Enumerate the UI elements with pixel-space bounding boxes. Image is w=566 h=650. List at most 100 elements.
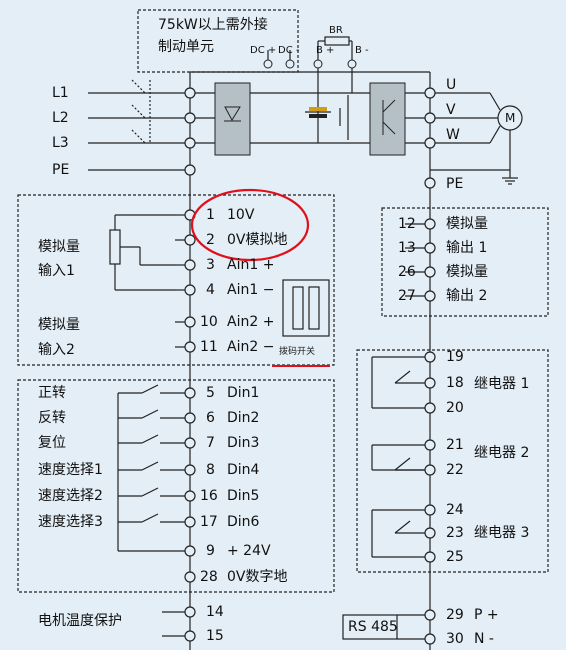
l2-label: L2	[52, 110, 69, 126]
terminal-left-14	[184, 490, 196, 502]
terminal-right-2	[424, 137, 436, 149]
dip-switch-label: 拨码开关	[279, 347, 316, 357]
di-terminal-name-6: Din2	[227, 410, 260, 426]
relay-1-label: 继电器 1	[474, 376, 530, 392]
p-plus-label: P +	[474, 607, 499, 623]
ai1-label-b: 输入1	[38, 263, 75, 279]
ao-terminal-num-27: 27	[398, 288, 416, 304]
ai-terminal-name-2: 0V模拟地	[227, 232, 288, 248]
ao-terminal-name-0: 模拟量	[446, 216, 488, 232]
terminal-left-5	[184, 234, 196, 246]
terminal-right-3	[424, 177, 436, 189]
terminal-right-5	[424, 242, 436, 254]
terminal-left-19	[184, 630, 196, 642]
relay-terminal-num-21: 21	[446, 437, 464, 453]
ai-terminal-name-11: Ain2 −	[227, 339, 275, 355]
relay-contact-2	[394, 457, 411, 471]
b-minus-label: B -	[355, 45, 369, 56]
terminal-right-6	[424, 266, 436, 278]
rs485-box	[342, 614, 398, 640]
relay-terminal-num-23: 23	[446, 525, 464, 541]
di-switch-3	[141, 461, 159, 471]
dc-plus-label: DC +	[250, 45, 277, 56]
relay-contact-1	[394, 370, 411, 384]
motor-label: M	[505, 111, 516, 125]
terminal-left-7	[184, 284, 196, 296]
ai-terminal-num-4: 4	[206, 282, 215, 298]
terminal-left-2	[184, 137, 196, 149]
terminal-left-0	[184, 87, 196, 99]
di-switch-0	[141, 384, 159, 394]
di-terminal-num-5: 5	[206, 385, 215, 401]
di-terminal-name-7: Din3	[227, 435, 260, 451]
terminal-right-11	[424, 439, 436, 451]
terminal-left-10	[184, 387, 196, 399]
ai-terminal-num-1: 1	[206, 207, 215, 223]
terminal-right-7	[424, 290, 436, 302]
ai2-label-b: 输入2	[38, 342, 75, 358]
v-label: V	[446, 102, 456, 118]
di-switch-4	[141, 487, 159, 497]
di-terminal-name-16: Din5	[227, 488, 260, 504]
relay-terminal-num-18: 18	[446, 375, 464, 391]
terminal-right-0	[424, 87, 436, 99]
ai-terminal-num-11: 11	[200, 339, 218, 355]
ai2-label-a: 模拟量	[38, 317, 80, 333]
di-function-label-4: 速度选择2	[38, 488, 103, 504]
di-function-label-5: 速度选择3	[38, 514, 103, 530]
terminal-left-13	[184, 464, 196, 476]
relay-3-label: 继电器 3	[474, 525, 530, 541]
ao-terminal-num-26: 26	[398, 264, 416, 280]
terminal-right-12	[424, 464, 436, 476]
inverter-module	[369, 82, 406, 156]
di-function-label-1: 反转	[38, 410, 66, 426]
terminal-left-6	[184, 259, 196, 271]
br-label: BR	[329, 25, 343, 36]
analog-output-box	[381, 207, 549, 317]
term-30-num: 30	[446, 631, 464, 647]
di-terminal-name-5: Din1	[227, 385, 260, 401]
di-switch-2	[141, 434, 159, 444]
rs485-label: RS 485	[348, 619, 398, 635]
ai-terminal-name-3: Ain1 +	[227, 257, 275, 273]
relay-contact-3	[394, 520, 411, 534]
l1-label: L1	[52, 85, 69, 101]
di-terminal-num-6: 6	[206, 410, 215, 426]
di-switch-1	[141, 409, 159, 419]
di-terminal-num-28: 28	[200, 569, 218, 585]
capacitor	[309, 107, 327, 111]
ao-terminal-num-13: 13	[398, 240, 416, 256]
terminal-left-12	[184, 437, 196, 449]
terminal-left-1	[184, 112, 196, 124]
terminal-right-4	[424, 218, 436, 230]
terminal-right-1	[424, 112, 436, 124]
di-terminal-num-7: 7	[206, 435, 215, 451]
brake-unit-box	[137, 9, 299, 73]
terminal-right-14	[424, 527, 436, 539]
ao-terminal-name-3: 输出 2	[446, 288, 488, 304]
di-terminal-name-17: Din6	[227, 514, 260, 530]
ai1-label-a: 模拟量	[38, 239, 80, 255]
analog-input-box	[17, 194, 335, 366]
terminal-left-17	[184, 571, 196, 583]
di-terminal-name-8: Din4	[227, 462, 260, 478]
relay-2-label: 继电器 2	[474, 445, 530, 461]
terminal-left-9	[184, 341, 196, 353]
di-terminal-num-9: 9	[206, 543, 215, 559]
relay-terminal-num-25: 25	[446, 549, 464, 565]
n-minus-label: N -	[474, 631, 494, 647]
terminal-right-13	[424, 504, 436, 516]
ai-terminal-num-3: 3	[206, 257, 215, 273]
pe-in-label: PE	[52, 162, 70, 178]
relay-box	[356, 349, 549, 573]
ao-terminal-num-12: 12	[398, 216, 416, 232]
brake-note-line2: 制动单元	[158, 39, 214, 55]
ai-terminal-num-2: 2	[206, 232, 215, 248]
terminal-right-16	[424, 609, 436, 621]
di-terminal-num-8: 8	[206, 462, 215, 478]
terminal-left-3	[184, 164, 196, 176]
terminal-right-10	[424, 402, 436, 414]
relay-terminal-num-19: 19	[446, 349, 464, 365]
